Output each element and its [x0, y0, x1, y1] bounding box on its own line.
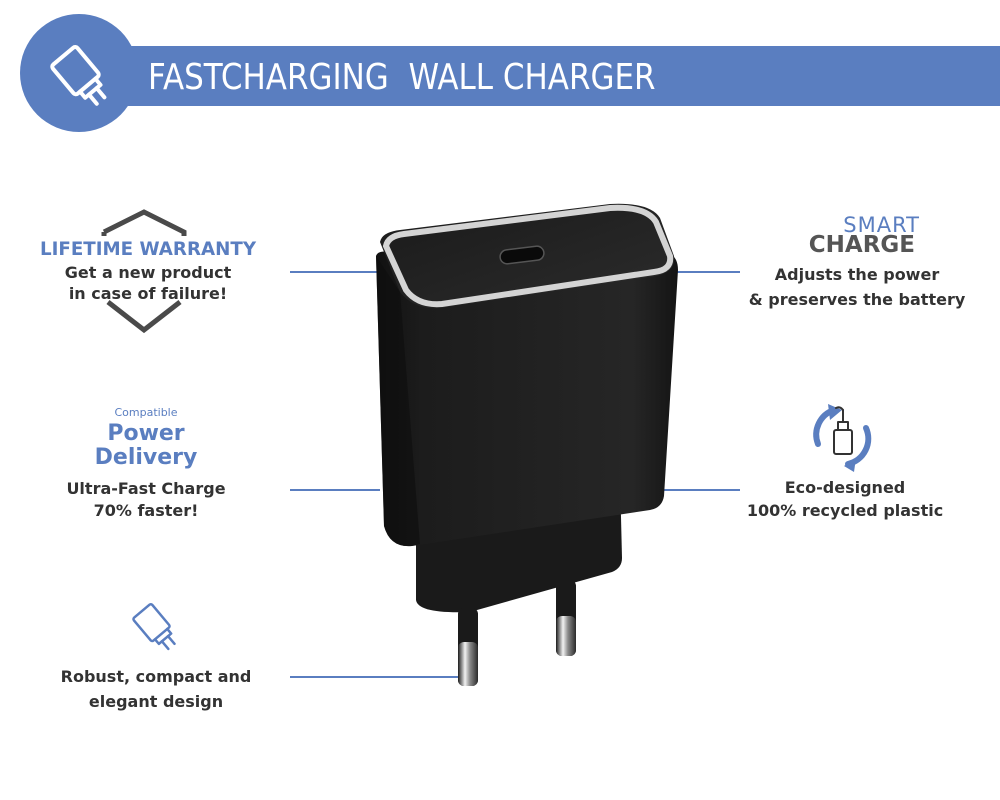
- connector-line-design: [290, 676, 458, 678]
- charge-title: CHARGE: [808, 232, 915, 258]
- smart-charge-line-1: Adjusts the power: [774, 265, 940, 284]
- pd-compatible-label: Compatible: [114, 406, 178, 419]
- recycle-charger-icon: [813, 404, 872, 472]
- design-line-2: elegant design: [88, 692, 224, 711]
- pd-title-line-2: Delivery: [94, 445, 198, 470]
- pd-line-1: Ultra-Fast Charge: [66, 479, 226, 498]
- connector-line-eco: [663, 489, 740, 491]
- smart-title: SMART: [843, 213, 920, 237]
- warranty-line-1: Get a new product: [64, 263, 232, 282]
- design-line-1: Robust, compact and: [60, 667, 252, 686]
- wall-charger-product-image: [376, 203, 678, 686]
- connector-line-power-delivery: [290, 489, 380, 491]
- page-title: FASTCHARGING WALL CHARGER: [148, 57, 656, 98]
- eco-line-2: 100% recycled plastic: [746, 501, 944, 520]
- eco-line-1: Eco-designed: [784, 478, 906, 497]
- connector-line-smart-charge: [676, 271, 740, 273]
- wall-charger-icon: [50, 45, 107, 106]
- shield-icon: [101, 209, 187, 334]
- smart-charge-description: Adjusts the power & preserves the batter…: [722, 262, 992, 312]
- header-banner: [75, 46, 1000, 106]
- pd-line-2: 70% faster!: [93, 501, 199, 520]
- warranty-description: Get a new product in case of failure!: [22, 262, 274, 304]
- pd-title: Power Delivery: [56, 422, 236, 470]
- warranty-title: LIFETIME WARRANTY: [39, 238, 257, 260]
- connector-line-warranty: [290, 271, 380, 273]
- charger-outline-icon: [132, 603, 176, 651]
- eco-description: Eco-designed 100% recycled plastic: [720, 476, 970, 522]
- header-badge: [20, 14, 138, 132]
- pd-title-line-1: Power: [107, 421, 185, 446]
- design-description: Robust, compact and elegant design: [30, 664, 282, 714]
- warranty-line-2: in case of failure!: [68, 284, 228, 303]
- pd-description: Ultra-Fast Charge 70% faster!: [36, 478, 256, 522]
- smart-charge-line-2: & preserves the battery: [748, 290, 966, 309]
